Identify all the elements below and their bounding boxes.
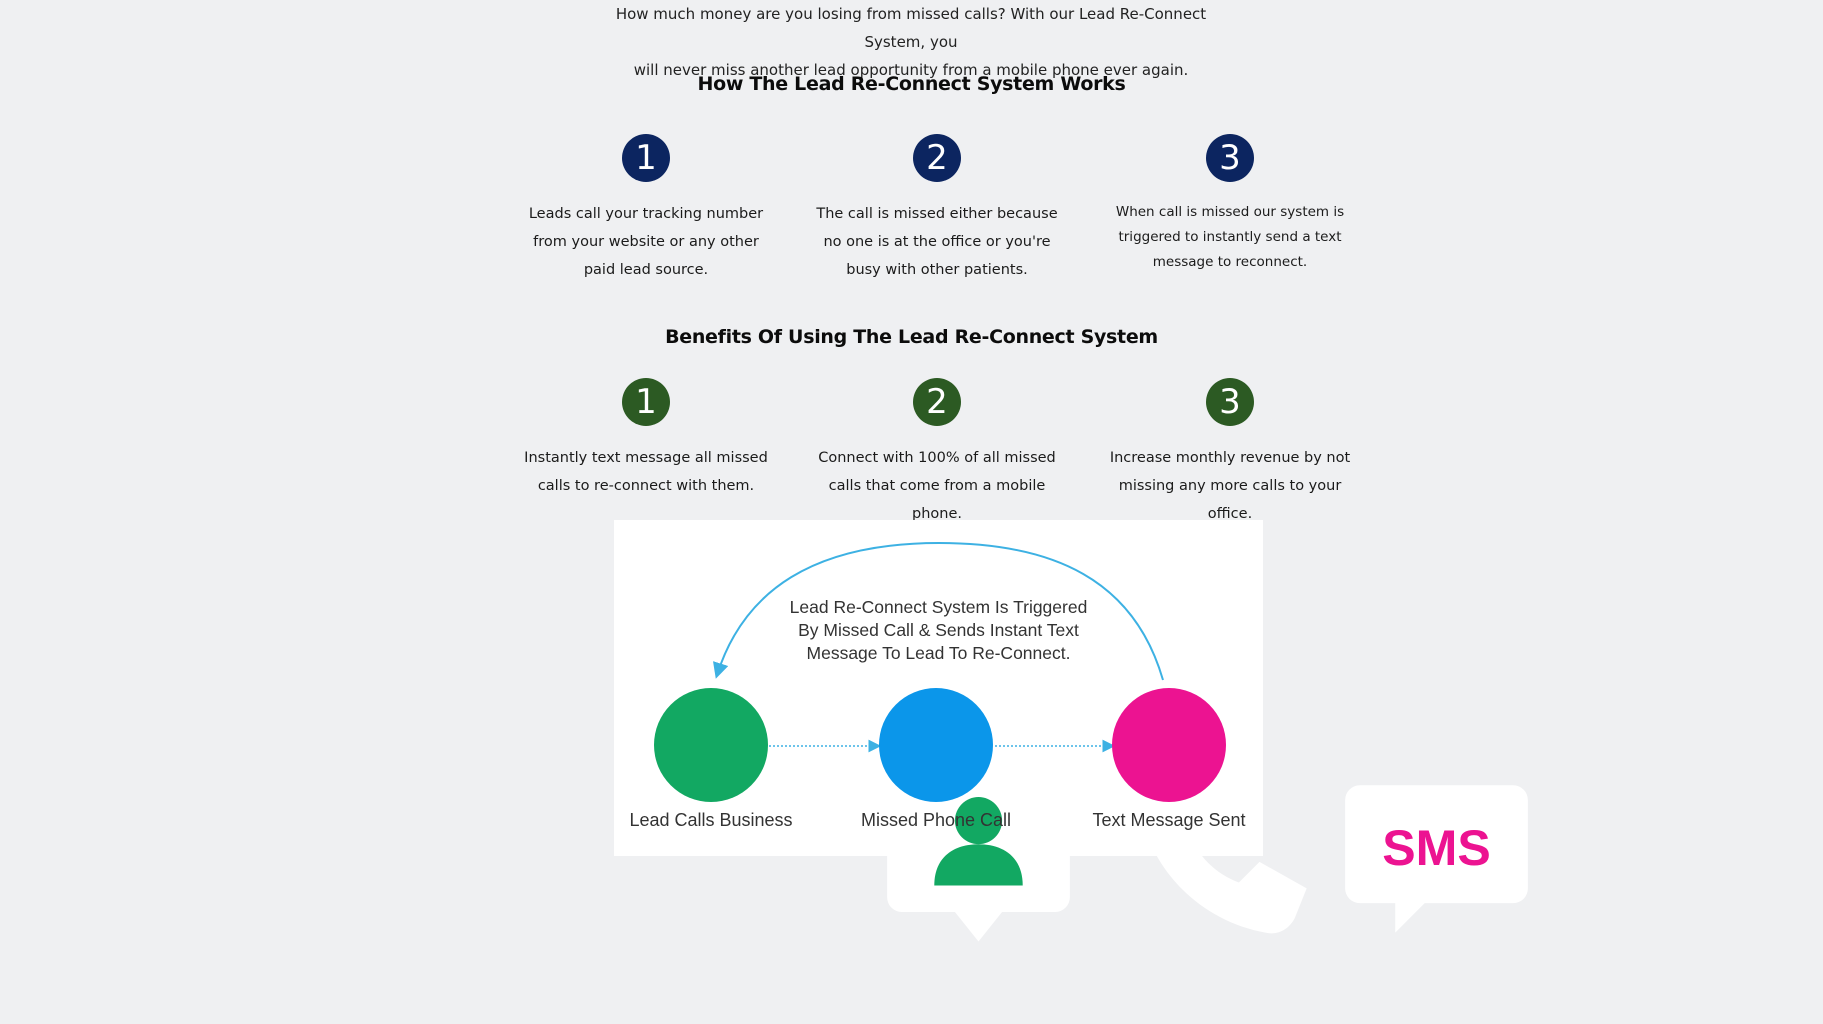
benefit-3: 3 Increase monthly revenue by not missin… [1100, 378, 1360, 528]
benefit-1: 1 Instantly text message all missed call… [516, 378, 776, 500]
step-description: Leads call your tracking number from you… [528, 206, 764, 278]
benefit-description: Connect with 100% of all missed calls th… [818, 450, 1056, 522]
lead-node-circle [654, 688, 1070, 942]
benefits-title: Benefits Of Using The Lead Re-Connect Sy… [665, 326, 1158, 348]
sms-icon-text: SMS [1382, 820, 1491, 876]
intro-text: How much money are you losing from misse… [611, 0, 1211, 84]
caption-line-3: Message To Lead To Re-Connect. [806, 643, 1071, 663]
intro-line-1: How much money are you losing from misse… [615, 5, 1207, 51]
benefit-description: Instantly text message all missed calls … [524, 450, 768, 494]
return-arc-arrow [713, 541, 1164, 681]
benefit-number-badge: 3 [1206, 378, 1254, 426]
caption-line-2: By Missed Call & Sends Instant Text [798, 620, 1079, 640]
benefit-number-badge: 2 [913, 378, 961, 426]
how-step-3: 3 When call is missed our system is trig… [1100, 134, 1360, 275]
diagram-arrows [713, 541, 1164, 753]
benefit-number-badge: 1 [622, 378, 670, 426]
intro-line-2: will never miss another lead opportunity… [633, 61, 1189, 79]
diagram-caption: Lead Re-Connect System Is Triggered By M… [764, 596, 1113, 665]
benefit-2: 2 Connect with 100% of all missed calls … [807, 378, 1067, 528]
step-description: When call is missed our system is trigge… [1115, 204, 1345, 270]
benefit-description: Increase monthly revenue by not missing … [1109, 450, 1351, 522]
how-step-2: 2 The call is missed either because no o… [807, 134, 1067, 284]
sms-icon: SMS [1345, 785, 1528, 933]
missed-call-node-circle [879, 688, 1307, 934]
lead-node-label: Lead Calls Business [629, 810, 793, 830]
sms-node-circle: SMS [1112, 688, 1528, 933]
sms-node-label: Text Message Sent [1092, 810, 1246, 830]
how-it-works-title: How The Lead Re-Connect System Works [697, 73, 1126, 95]
caption-line-1: Lead Re-Connect System Is Triggered [789, 597, 1088, 617]
how-step-1: 1 Leads call your tracking number from y… [516, 134, 776, 284]
phone-icon [1137, 764, 1307, 934]
step-description: The call is missed either because no one… [816, 206, 1058, 278]
step-number-badge: 3 [1206, 134, 1254, 182]
step-number-badge: 1 [622, 134, 670, 182]
lead-reconnect-diagram: Lead Re-Connect System Is Triggered By M… [614, 520, 1528, 942]
step-number-badge: 2 [913, 134, 961, 182]
missed-call-node-label: Missed Phone Call [860, 810, 1012, 830]
